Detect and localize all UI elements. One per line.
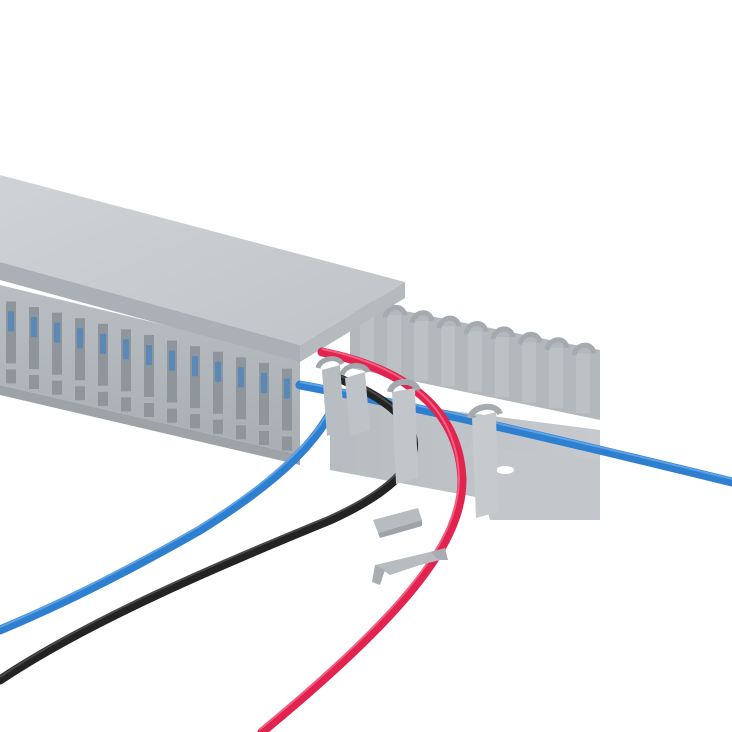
duct-finger: [315, 356, 345, 436]
duct-finger: [571, 342, 597, 414]
blue-cable-left: [0, 393, 343, 635]
duct-finger: [467, 403, 503, 518]
duct-slot: [98, 323, 108, 406]
duct-finger: [409, 310, 435, 381]
duct-finger: [382, 304, 408, 376]
duct-slot: [121, 329, 131, 412]
duct-finger: [544, 337, 570, 408]
duct-slot: [167, 340, 177, 423]
duct-slot: [282, 368, 292, 451]
duct-front-fingers-open: [315, 356, 503, 518]
duct-back-fingers: [355, 299, 597, 414]
duct-finger: [436, 315, 462, 387]
duct-cover: [0, 175, 405, 362]
duct-slot: [213, 351, 223, 434]
duct-slot: [75, 318, 85, 401]
mounting-slot: [496, 466, 514, 474]
duct-slot: [190, 346, 200, 429]
broken-off-finger-pieces: [372, 508, 448, 585]
duct-slot: [236, 357, 246, 440]
duct-slot: [6, 301, 16, 384]
duct-finger: [490, 326, 516, 397]
duct-slot: [29, 307, 39, 390]
duct-slot: [52, 312, 62, 395]
duct-slot: [259, 362, 269, 445]
duct-slot: [144, 334, 154, 417]
duct-finger: [339, 363, 371, 436]
duct-finger: [463, 321, 489, 392]
duct-finger: [517, 331, 543, 403]
duct-finger: [387, 379, 421, 484]
duct-front-fingers: [6, 301, 292, 451]
